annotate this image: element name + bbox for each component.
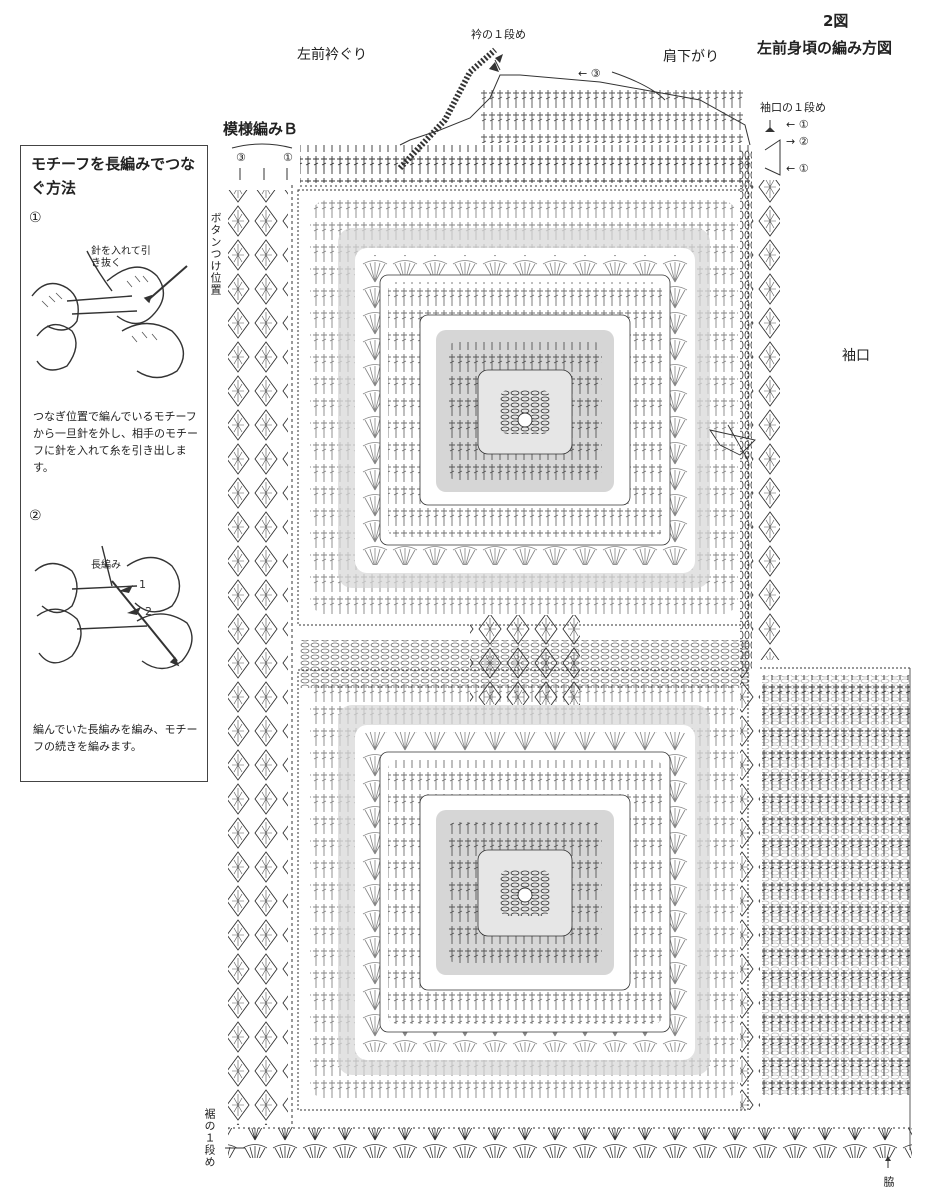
howto-step1-text: つなぎ位置で編んでいるモチーフから一旦針を外し、相手のモチーフに針を入れて糸を引… — [33, 410, 198, 474]
collar-diagonal — [397, 47, 497, 171]
armhole-shells — [752, 180, 780, 660]
pattern-b-label: 模様編みＢ — [223, 120, 299, 138]
svg-text:1: 1 — [139, 578, 146, 591]
collar-row1-label: 衿の１段め — [471, 28, 526, 41]
armhole-label: 袖口 — [842, 348, 870, 364]
side-label: 脇 — [882, 1176, 895, 1188]
row-marker-3: ③ — [236, 151, 246, 164]
howto-step2-number: ② — [29, 508, 42, 524]
howto-panel: モチーフを長編みでつなぐ方法 ① 針を入れて引き抜く つなぎ位置で編んでいるモチ… — [20, 145, 208, 782]
figure-title: 左前身頃の編み方図 — [757, 39, 893, 57]
howto-step1-callout: 針を入れて引き抜く — [91, 246, 151, 269]
upper-motif — [297, 189, 749, 626]
pattern-b-band — [228, 190, 288, 1125]
armhole-row-marker-2: → ② — [786, 135, 809, 148]
howto-step1-number: ① — [29, 210, 42, 226]
armhole-row-marker-1a: ← ① — [786, 118, 809, 131]
howto-step2-text: 編んでいた長編みを編み、モチーフの続きを編みます。 — [33, 723, 198, 753]
howto-title: モチーフを長編みでつなぐ方法 — [31, 155, 196, 197]
armhole-row1-label: 袖口の１段め — [760, 101, 826, 114]
button-position-label: ボタンつけ位置 — [209, 212, 222, 296]
shoulder-slope-label: 肩下がり — [663, 49, 719, 65]
armhole-row-marker-1b: ← ① — [786, 162, 809, 175]
howto-step1-illustration — [31, 250, 188, 379]
svg-text:2: 2 — [145, 605, 152, 618]
hem-row1-label: 裾の１段め — [203, 1108, 216, 1168]
upper-rows — [300, 145, 750, 183]
shoulder-row-marker-3: ← ③ — [578, 67, 601, 80]
hem-shells — [228, 1128, 912, 1158]
howto-step2-callout: 長編み — [91, 560, 121, 571]
howto-step2-illustration: 1 2 — [34, 545, 193, 670]
left-neckline-label: 左前衿ぐり — [297, 47, 367, 63]
figure-number: 2図 — [823, 12, 849, 30]
row-marker-1: ① — [283, 151, 293, 164]
side-panel — [740, 667, 911, 1150]
lower-motif — [297, 669, 749, 1111]
